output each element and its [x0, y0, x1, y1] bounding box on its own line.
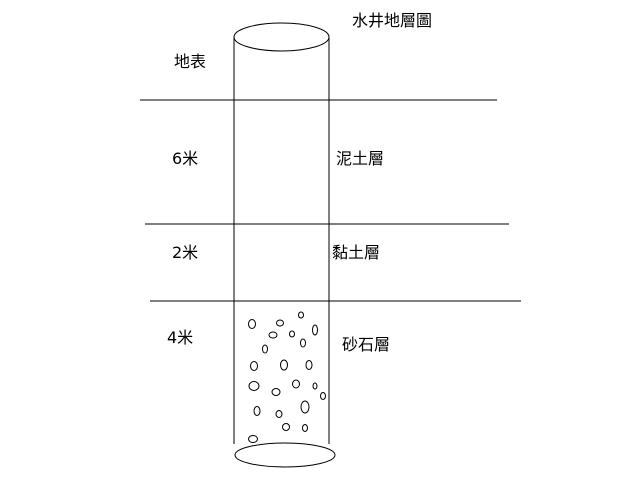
pebble [298, 311, 304, 319]
pebble [248, 435, 258, 443]
pebble [280, 359, 288, 371]
pebble [250, 361, 258, 371]
pebble [262, 344, 268, 354]
pebble [275, 410, 283, 418]
pebble [248, 381, 260, 391]
layer-depth-gravel: 4米 [167, 328, 193, 347]
pebble [268, 331, 278, 339]
pebble [302, 424, 308, 432]
pebble [320, 392, 326, 400]
pebble [292, 379, 300, 389]
layer-depth-mud: 6米 [172, 149, 198, 168]
diagram-title: 水井地層圖 [352, 11, 432, 30]
gravel-pebbles [248, 311, 326, 443]
pebble [253, 406, 261, 416]
pebble [300, 400, 310, 414]
pebble [271, 388, 281, 396]
pebble [305, 360, 313, 370]
layer-depth-clay: 2米 [172, 243, 198, 262]
pebble [312, 382, 318, 390]
pebble [300, 338, 306, 348]
pebble [276, 319, 284, 327]
surface-label: 地表 [174, 52, 206, 71]
layer-name-gravel: 砂石層 [342, 335, 390, 354]
pebble [312, 324, 318, 336]
pebble [282, 423, 290, 431]
layer-name-clay: 黏土層 [332, 243, 380, 262]
well-top-opening [233, 22, 330, 52]
well-bottom-opening [234, 442, 336, 468]
pebble [248, 319, 256, 329]
pebble [289, 330, 295, 338]
layer-name-mud: 泥土層 [336, 149, 384, 168]
